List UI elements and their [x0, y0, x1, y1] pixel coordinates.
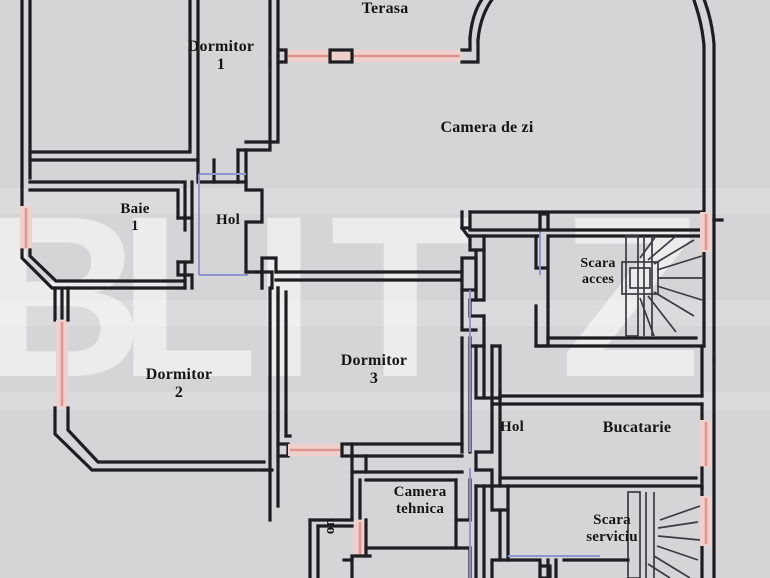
watermark-band: [0, 188, 770, 214]
